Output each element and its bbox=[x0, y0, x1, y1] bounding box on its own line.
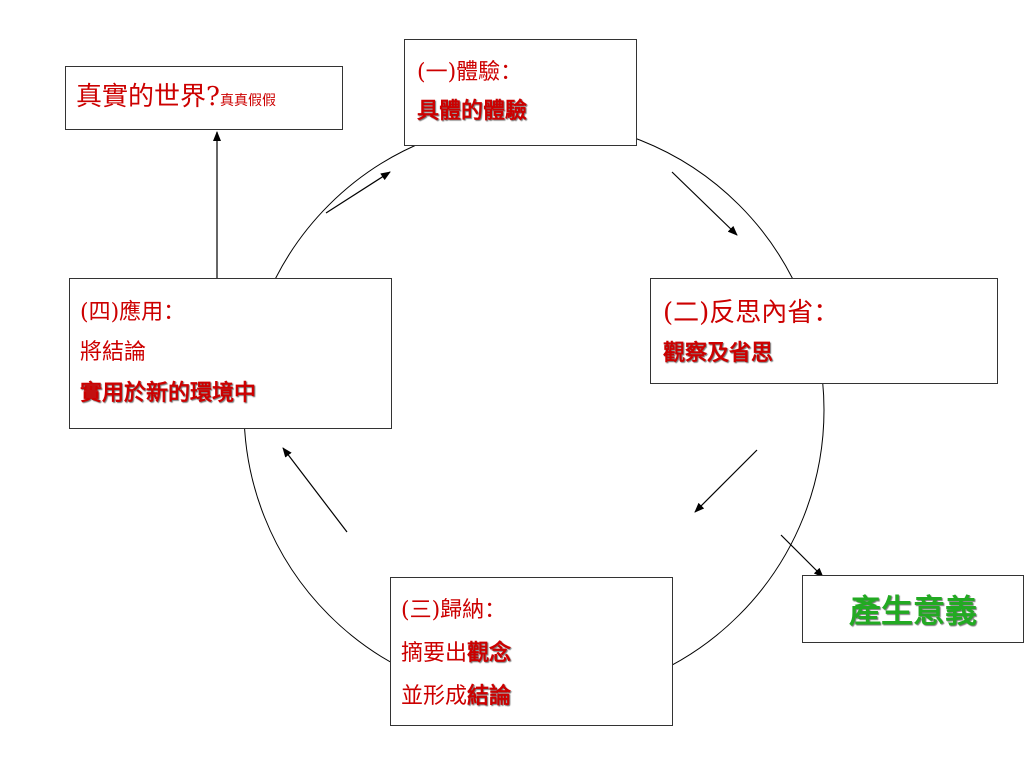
world-subtitle: 真真假假 bbox=[219, 93, 276, 109]
step3-line2-emphasis: 觀念 bbox=[467, 640, 512, 666]
step3-line3-emphasis: 結論 bbox=[467, 683, 512, 709]
meaning-label: 產生意義 bbox=[848, 592, 977, 630]
step2-title: (二)反思內省： bbox=[663, 298, 840, 328]
step4-emphasis: 實用於新的環境中 bbox=[80, 380, 257, 406]
step3-title: (三)歸納： bbox=[401, 598, 507, 623]
step3-line3-plain: 並形成 bbox=[401, 684, 468, 709]
arrow-step3-to-step4 bbox=[282, 447, 348, 533]
step1-emphasis: 具體的體驗 bbox=[417, 98, 528, 124]
world-box: 真實的世界?真真假假 bbox=[65, 66, 343, 130]
step4-box: (四)應用： 將結論 實用於新的環境中 bbox=[69, 278, 392, 429]
arrow-step4-to-step1 bbox=[325, 171, 391, 214]
step3-line2-plain: 摘要出 bbox=[401, 641, 468, 666]
meaning-box: 產生意義 bbox=[802, 575, 1024, 643]
step4-line2: 將結論 bbox=[80, 340, 147, 365]
step2-emphasis: 觀察及省思 bbox=[663, 340, 774, 366]
step1-title: (一)體驗： bbox=[417, 60, 523, 85]
step2-box: (二)反思內省： 觀察及省思 bbox=[650, 278, 998, 384]
step1-box: (一)體驗： 具體的體驗 bbox=[404, 39, 637, 146]
world-title: 真實的世界? bbox=[76, 82, 220, 112]
arrow-step2-to-step3 bbox=[694, 449, 758, 513]
arrow-step1-to-step2 bbox=[671, 171, 738, 236]
step4-title: (四)應用： bbox=[80, 300, 186, 325]
arrow-to-meaning bbox=[780, 534, 824, 578]
step3-box: (三)歸納： 摘要出觀念 並形成結論 bbox=[390, 577, 673, 726]
